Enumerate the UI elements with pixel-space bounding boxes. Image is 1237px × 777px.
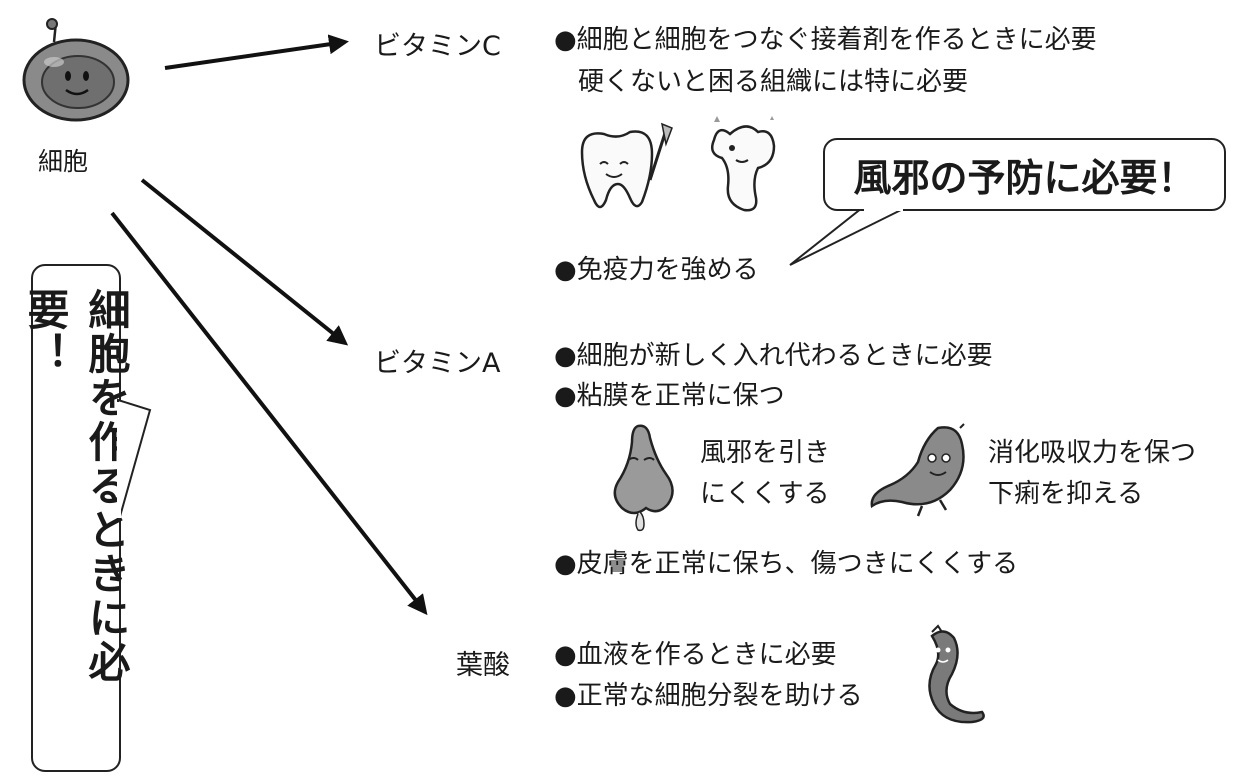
stomach-benefit-line2: 下痢を抑える (988, 479, 1144, 509)
vitamin-a-skin: ●皮膚を正常に保ち、傷つきにくくする (554, 549, 1019, 579)
vitamin-c-line1: ●細胞と細胞をつなぐ接着剤を作るときに必要 (554, 25, 1097, 55)
cold-prevention-text: 風邪の予防に必要！ (853, 156, 1196, 200)
arrow-to-vitamin-a (140, 178, 349, 346)
vitamin-a-line1: ●細胞が新しく入れ代わるときに必要 (554, 341, 993, 371)
folic-acid-line2: ●正常な細胞分裂を助ける (554, 681, 863, 711)
vitamin-c-title: ビタミンC (374, 31, 501, 62)
tooth-character-icon (566, 118, 676, 218)
stomach-character-icon (868, 420, 980, 520)
vertical-callout: 細胞を作るときに必要！ (21, 264, 131, 772)
cell-character-icon (14, 12, 134, 122)
cell-label: 細胞 (38, 147, 89, 176)
folic-acid-line1: ●血液を作るときに必要 (554, 640, 837, 670)
stomach-benefit-line1: 消化吸収力を保つ (988, 438, 1197, 468)
arrow-to-folic-acid (110, 211, 428, 616)
bone-character-icon (700, 114, 785, 219)
vitamin-c-immunity: ●免疫力を強める (554, 255, 759, 285)
vertical-callout-text: 細胞を作るときに必要！ (21, 288, 131, 684)
intestine-character-icon (910, 624, 992, 724)
vitamin-a-line2: ●粘膜を正常に保つ (554, 381, 785, 411)
vitamin-c-line2: 硬くないと困る組織には特に必要 (578, 67, 969, 97)
nose-benefit-line1: 風邪を引き (700, 438, 831, 468)
vitamin-a-title: ビタミンA (374, 348, 501, 379)
cold-prevention-callout: 風邪の予防に必要！ (823, 138, 1226, 211)
nose-character-icon (604, 420, 684, 532)
folic-acid-title: 葉酸 (456, 650, 510, 681)
arrow-to-vitamin-c (164, 34, 349, 70)
nose-benefit-line2: にくくする (700, 479, 830, 509)
